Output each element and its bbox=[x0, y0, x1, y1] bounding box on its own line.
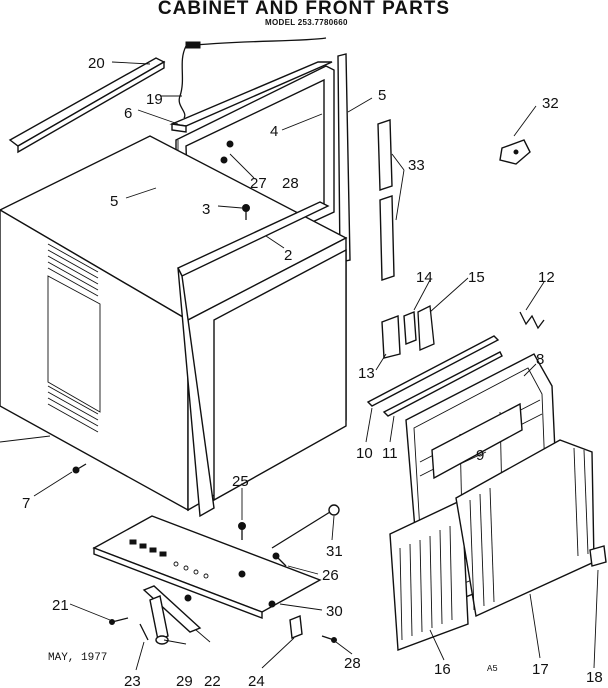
callout-32: 32 bbox=[542, 95, 559, 112]
screw-3 bbox=[242, 204, 250, 220]
part-11-rail bbox=[382, 351, 503, 417]
part-25-screw bbox=[238, 522, 246, 540]
callout-10: 10 bbox=[356, 445, 373, 462]
callout-3: 3 bbox=[202, 201, 210, 218]
callout-13: 13 bbox=[358, 365, 375, 382]
callout-24: 24 bbox=[248, 673, 265, 688]
callout-22: 22 bbox=[204, 673, 221, 688]
callout-30: 30 bbox=[326, 603, 343, 620]
callout-11: 11 bbox=[382, 445, 398, 462]
callout-25: 25 bbox=[232, 473, 249, 490]
callout-28-top: 28 bbox=[282, 175, 299, 192]
callout-8: 8 bbox=[536, 351, 544, 368]
screw-7 bbox=[72, 463, 87, 474]
callout-29: 29 bbox=[176, 673, 193, 688]
part-23-foot bbox=[139, 623, 149, 641]
callout-17: 17 bbox=[532, 661, 549, 678]
part-21-screw bbox=[109, 617, 129, 625]
part-17-front-panel bbox=[455, 439, 595, 618]
leader-lines bbox=[0, 61, 599, 671]
callout-16: 16 bbox=[434, 661, 451, 678]
part-31-screw bbox=[271, 504, 340, 549]
callout-15: 15 bbox=[468, 269, 485, 286]
callout-26: 26 bbox=[322, 567, 339, 584]
callout-31: 31 bbox=[326, 543, 343, 560]
callout-28-bottom: 28 bbox=[344, 655, 361, 672]
part-29-foot bbox=[149, 595, 169, 645]
callout-21: 21 bbox=[52, 597, 69, 614]
callout-5-left: 5 bbox=[110, 193, 118, 210]
revision-date: MAY, 1977 bbox=[48, 652, 108, 664]
callout-27: 27 bbox=[250, 175, 267, 192]
callout-4: 4 bbox=[270, 123, 278, 140]
part-9-louvers bbox=[431, 402, 523, 480]
part-33-fillers bbox=[377, 119, 395, 281]
part-18-knob bbox=[589, 545, 607, 567]
callout-5-right: 5 bbox=[378, 87, 386, 104]
callout-2: 2 bbox=[284, 247, 292, 264]
callout-19: 19 bbox=[146, 91, 163, 108]
part-10-rail bbox=[366, 335, 500, 407]
part-32-bracket bbox=[499, 139, 531, 165]
callout-6: 6 bbox=[124, 105, 132, 122]
callout-20: 20 bbox=[88, 55, 105, 72]
screw-27 bbox=[220, 140, 234, 164]
page-code: A5 bbox=[487, 664, 498, 674]
callout-14: 14 bbox=[416, 269, 433, 286]
part-6-top-frame bbox=[169, 61, 333, 133]
part-28-screw bbox=[321, 635, 337, 643]
callout-7: 7 bbox=[22, 495, 30, 512]
part-30-base-plate bbox=[92, 515, 322, 620]
callout-9: 9 bbox=[476, 447, 484, 464]
part-20-top-rail bbox=[8, 57, 166, 154]
part-26-screw bbox=[272, 552, 287, 567]
callout-12: 12 bbox=[538, 269, 555, 286]
part-16-grille bbox=[389, 498, 469, 651]
part-24-clip bbox=[289, 615, 303, 639]
part-15-knob bbox=[417, 304, 435, 351]
callout-labels: 20 19 6 4 5 5 3 27 28 2 7 32 33 14 15 12… bbox=[22, 55, 603, 688]
model-number: MODEL 253.7780660 bbox=[265, 18, 348, 27]
part-5-strip-right bbox=[337, 53, 351, 263]
diagram-title: CABINET AND FRONT PARTS bbox=[157, 0, 451, 19]
part-12-spring bbox=[519, 311, 545, 330]
callout-18: 18 bbox=[586, 669, 603, 686]
callout-23: 23 bbox=[124, 673, 141, 688]
part-13-bracket bbox=[381, 315, 401, 359]
cabinet-body bbox=[0, 135, 348, 518]
callout-33: 33 bbox=[408, 157, 425, 174]
part-14-clip bbox=[403, 310, 417, 346]
